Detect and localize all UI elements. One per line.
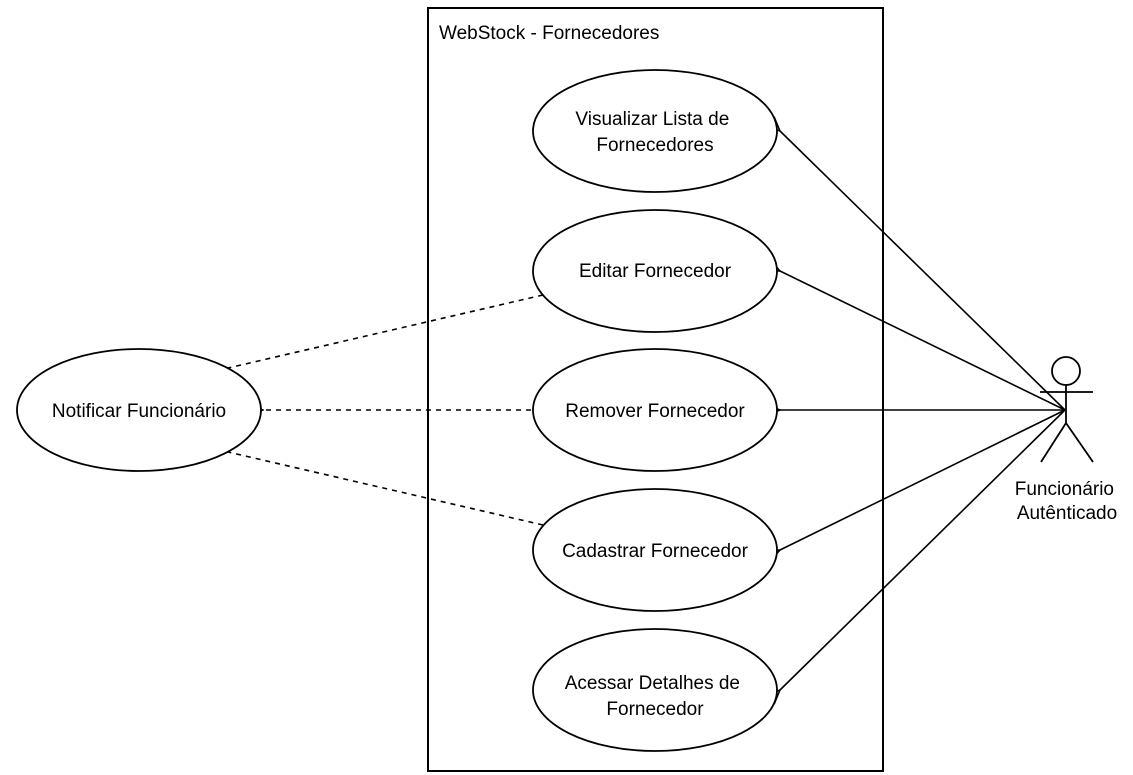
use-case-label: Notificar Funcionário xyxy=(52,401,226,422)
dependency-cadastrar-notificar xyxy=(228,452,544,526)
use-case-cadastrar[interactable]: Cadastrar Fornecedor xyxy=(532,488,778,612)
use-case-acessar[interactable]: Acessar Detalhes de Fornecedor xyxy=(532,628,778,752)
association-acessar xyxy=(780,409,1066,690)
association-visualizar xyxy=(780,131,1066,411)
actor-right-leg xyxy=(1065,422,1094,463)
associations xyxy=(780,131,1066,690)
svg-text:Funcionário Autênticado: Funcionário Autênticado xyxy=(1015,479,1120,524)
use-case-shape xyxy=(532,209,778,333)
use-case-shape xyxy=(16,348,262,472)
use-case-label: Visualizar Lista de xyxy=(575,109,729,130)
use-case-remover[interactable]: Remover Fornecedor xyxy=(532,348,778,472)
use-case-label: Remover Fornecedor xyxy=(565,401,745,422)
actor-left-leg xyxy=(1040,422,1067,463)
use-case-shape xyxy=(532,488,778,612)
system-title: WebStock - Fornecedores xyxy=(439,23,659,44)
use-case-label: Fornecedores xyxy=(596,135,713,156)
actor-label: Funcionário xyxy=(1015,479,1114,500)
use-case-editar[interactable]: Editar Fornecedor xyxy=(532,209,778,333)
use-case-shape xyxy=(532,348,778,472)
use-case-notificar[interactable]: Notificar Funcionário xyxy=(16,348,262,472)
svg-text:Acessar Detalhes de Forn: Acessar Detalhes de Fornecedor xyxy=(565,673,746,720)
actor-head xyxy=(1051,356,1081,386)
system-boundary xyxy=(427,7,884,772)
dependencies xyxy=(228,294,544,526)
association-cadastrar xyxy=(780,409,1066,550)
use-case-visualizar[interactable]: Visualizar Lista de Fornecedores xyxy=(532,69,778,193)
use-case-shape xyxy=(532,628,778,752)
use-case-shape xyxy=(532,69,778,193)
svg-text:Visualizar Lista de Forn: Visualizar Lista de Fornecedores xyxy=(575,109,734,156)
use-case-label: Editar Fornecedor xyxy=(579,261,732,282)
use-case-label: Acessar Detalhes de xyxy=(565,673,740,694)
use-case-label: Cadastrar Fornecedor xyxy=(562,541,749,562)
actor-stick-figure[interactable] xyxy=(1040,356,1094,463)
use-case-label: Fornecedor xyxy=(606,699,704,720)
actor-label: Autênticado xyxy=(1017,503,1117,524)
association-editar xyxy=(780,271,1066,411)
dependency-editar-notificar xyxy=(228,294,544,368)
